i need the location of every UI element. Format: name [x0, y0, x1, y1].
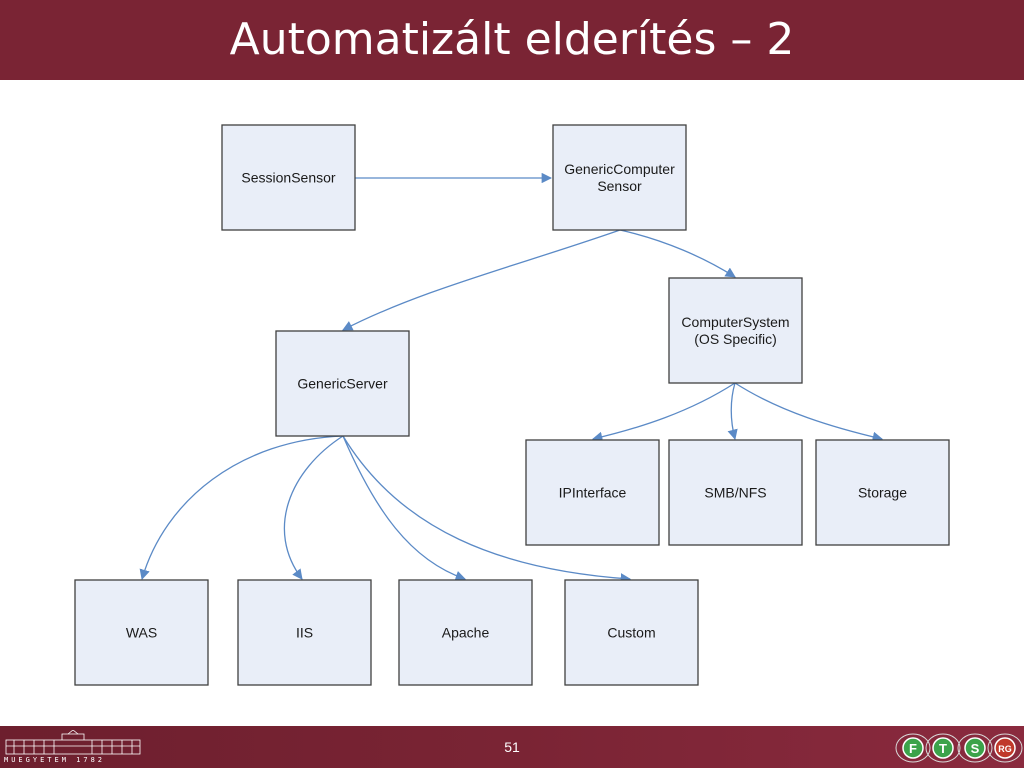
rg-logo-letter: RG — [998, 744, 1012, 754]
rg-logo-icon: RG — [994, 737, 1016, 759]
s-logo-letter: S — [971, 741, 980, 756]
research-group-logos: F T S RG — [895, 733, 1023, 763]
node-was: WAS — [74, 579, 209, 686]
title-bar — [0, 0, 1024, 80]
node-label: GenericComputer — [564, 161, 675, 177]
node-generic-server: GenericServer — [275, 330, 410, 437]
node-box — [74, 579, 209, 686]
node-apache: Apache — [398, 579, 533, 686]
node-label: ComputerSystem — [681, 314, 789, 330]
node-label: SMB/NFS — [704, 485, 766, 501]
edges-layer — [139, 172, 884, 584]
footer-bar — [0, 726, 1024, 768]
node-box — [237, 579, 372, 686]
node-label: IIS — [296, 625, 313, 641]
edge-computer-system-to-storage — [734, 382, 884, 442]
node-custom: Custom — [564, 579, 699, 686]
edge-generic-server-to-custom — [342, 435, 632, 584]
edge-generic-computer-sensor-to-computer-system — [619, 229, 736, 278]
node-box — [668, 439, 803, 546]
node-label: WAS — [126, 625, 157, 641]
node-label: GenericServer — [297, 376, 388, 392]
node-box — [398, 579, 533, 686]
edge-generic-server-to-was — [139, 435, 344, 580]
university-caption: MŰEGYETEM 1782 — [4, 756, 106, 764]
edge-generic-server-to-iis — [283, 435, 344, 580]
node-box — [552, 124, 687, 231]
node-iis: IIS — [237, 579, 372, 686]
node-ip-interface: IPInterface — [525, 439, 660, 546]
t-logo-letter: T — [939, 741, 947, 756]
node-box — [564, 579, 699, 686]
node-storage: Storage — [815, 439, 950, 546]
node-label: IPInterface — [559, 485, 627, 501]
node-label: SessionSensor — [241, 170, 336, 186]
edge-generic-server-to-apache — [342, 435, 466, 581]
node-box — [815, 439, 950, 546]
node-label: Sensor — [597, 178, 642, 194]
edge-computer-system-to-ip-interface — [591, 382, 736, 442]
university-building-logo — [5, 730, 141, 755]
page-number: 51 — [504, 739, 520, 755]
node-smb-nfs: SMB/NFS — [668, 439, 803, 546]
t-logo-icon: T — [932, 737, 954, 759]
f-logo-letter: F — [909, 741, 917, 756]
node-label: Apache — [442, 625, 490, 641]
node-session-sensor: SessionSensor — [221, 124, 356, 231]
edge-computer-system-to-smb-nfs — [727, 382, 738, 441]
node-computer-system: ComputerSystem(OS Specific) — [668, 277, 803, 384]
node-label: Custom — [607, 625, 655, 641]
edge-generic-computer-sensor-to-generic-server — [342, 229, 621, 331]
nodes-layer: SessionSensor GenericComputerSensorComput… — [74, 124, 950, 686]
f-logo-icon: F — [902, 737, 924, 759]
node-box — [668, 277, 803, 384]
slide-title: Automatizált elderítés – 2 — [229, 14, 795, 65]
s-logo-icon: S — [964, 737, 986, 759]
node-label: (OS Specific) — [694, 331, 776, 347]
node-box — [525, 439, 660, 546]
node-box — [221, 124, 356, 231]
node-label: Storage — [858, 485, 907, 501]
node-box — [275, 330, 410, 437]
